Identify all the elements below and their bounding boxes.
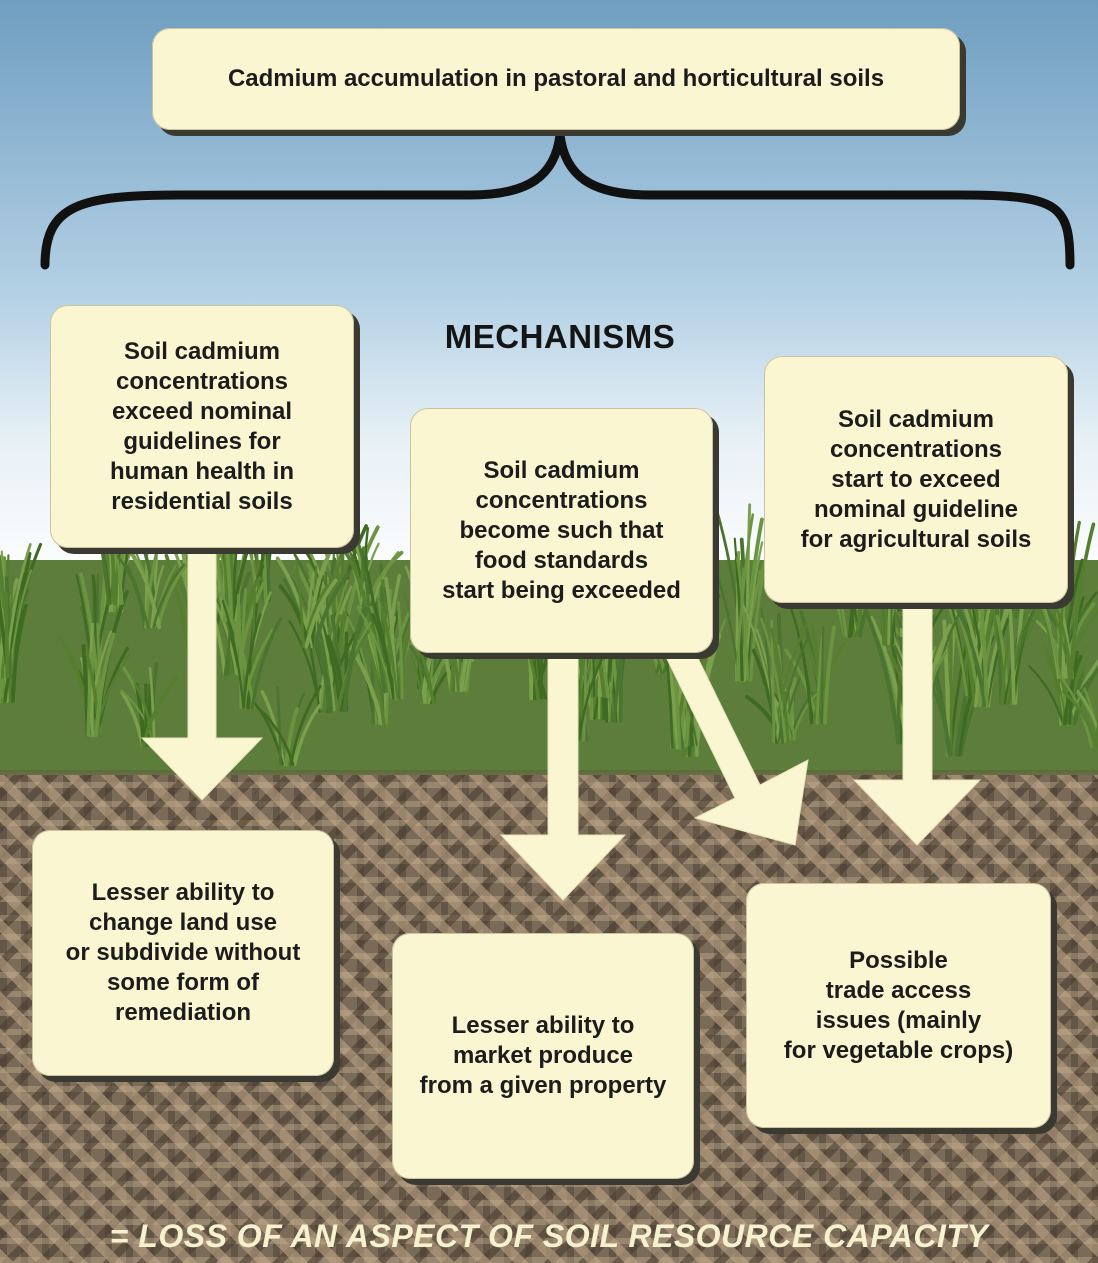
mechanism-box-agricultural: Soil cadmium concentrations start to exc…: [764, 356, 1068, 603]
grass-tuft: [742, 605, 811, 744]
arrow-mechanism-2-to-outcome-2: [499, 654, 627, 901]
outcome-box-trade-access: Possible trade access issues (mainly for…: [746, 883, 1051, 1128]
grass-tuft: [0, 542, 43, 679]
arrow-mechanism-2-to-outcome-3: [664, 649, 809, 846]
grass-tuft: [784, 607, 846, 725]
footer-conclusion: = LOSS OF AN ASPECT OF SOIL RESOURCE CAP…: [109, 1218, 989, 1254]
grouping-brace: [40, 134, 1075, 270]
arrow-mechanism-3-to-outcome-3: [852, 604, 982, 846]
mechanism-box-residential: Soil cadmium concentrations exceed nomin…: [50, 305, 354, 548]
grass-tuft: [218, 587, 283, 710]
grass-tuft: [56, 622, 131, 738]
grass-tuft: [275, 556, 352, 649]
grass-tuft: [116, 530, 191, 630]
mechanism-box-food-standards: Soil cadmium concentrations become such …: [410, 408, 713, 653]
outcome-box-market-produce: Lesser ability to market produce from a …: [392, 933, 694, 1179]
title-box: Cadmium accumulation in pastoral and hor…: [152, 28, 960, 130]
arrow-mechanism-1-to-outcome-1: [140, 547, 264, 801]
mechanisms-heading: MECHANISMS: [444, 318, 676, 355]
outcome-box-land-use: Lesser ability to change land use or sub…: [32, 830, 334, 1076]
grass-tuft: [252, 684, 322, 767]
